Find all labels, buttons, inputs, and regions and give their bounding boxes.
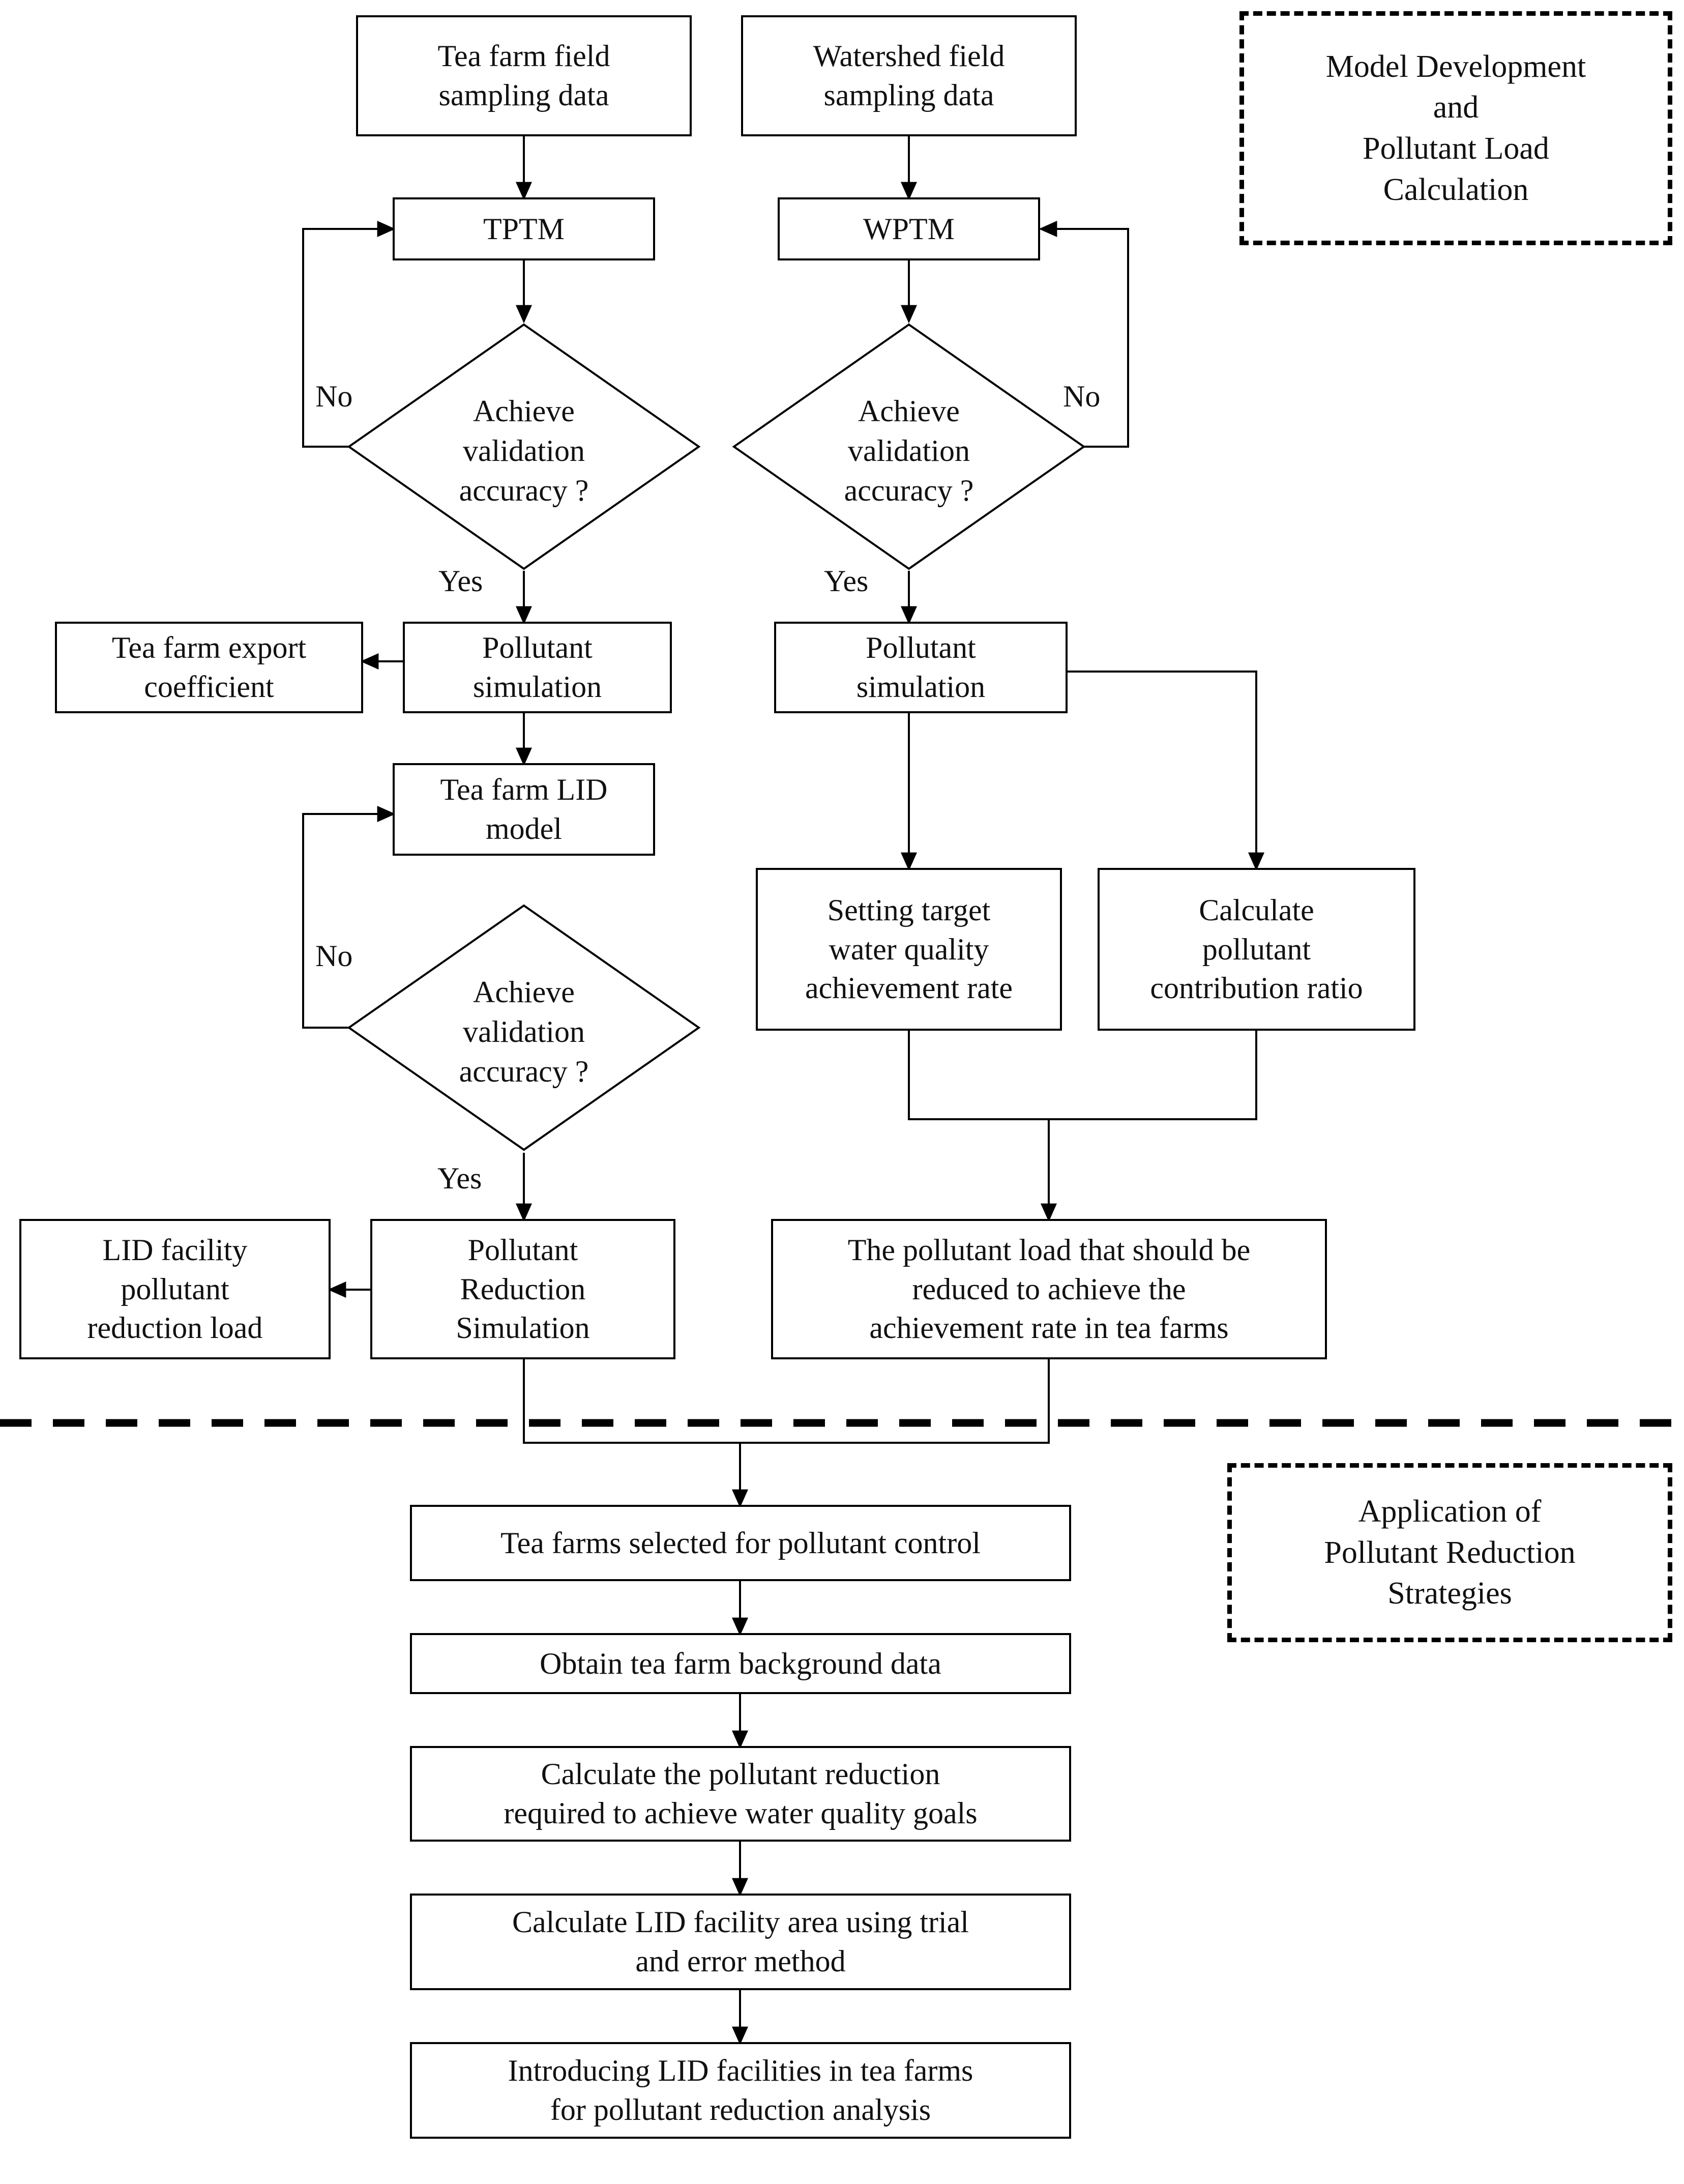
edge-lid-no-loop <box>302 806 396 1029</box>
node-setting-target-water-quality[interactable]: Setting target water quality achievement… <box>756 868 1062 1031</box>
edge-rightsim-to-contribution <box>1068 671 1264 871</box>
node-tptm[interactable]: TPTM <box>393 197 655 260</box>
node-introducing-lid-facilities[interactable]: Introducing LID facilities in tea farms … <box>410 2042 1071 2139</box>
edge-wptm-no-loop <box>1039 221 1129 448</box>
edge-merge-target-contribution <box>908 1031 1257 1120</box>
node-obtain-background-data[interactable]: Obtain tea farm background data <box>410 1633 1071 1694</box>
node-calculate-lid-facility-area[interactable]: Calculate LID facility area using trial … <box>410 1894 1071 1990</box>
node-pollutant-simulation-left[interactable]: Pollutant simulation <box>403 622 672 713</box>
edge-label-wptm-yes: Yes <box>824 564 869 598</box>
node-tea-farm-export-coefficient[interactable]: Tea farm export coefficient <box>55 622 363 713</box>
node-wptm[interactable]: WPTM <box>778 197 1040 260</box>
legend-model-development: Model Development and Pollutant Load Cal… <box>1239 11 1672 245</box>
node-tea-farms-selected[interactable]: Tea farms selected for pollutant control <box>410 1505 1071 1581</box>
edge-label-lid-no: No <box>315 939 353 973</box>
edge-reductionsim-down <box>523 1359 740 1444</box>
diamond-shape-wptm <box>732 323 1086 570</box>
node-calculate-pollutant-contribution-ratio[interactable]: Calculate pollutant contribution ratio <box>1098 868 1415 1031</box>
legend-application: Application of Pollutant Reduction Strat… <box>1227 1463 1672 1642</box>
edge-label-tptm-no: No <box>315 380 353 413</box>
diamond-shape-lid <box>347 904 701 1151</box>
edge-label-wptm-no: No <box>1063 380 1101 413</box>
node-pollutant-simulation-right[interactable]: Pollutant simulation <box>774 622 1068 713</box>
node-pollutant-load-to-reduce[interactable]: The pollutant load that should be reduce… <box>771 1219 1327 1359</box>
diamond-shape-tptm <box>347 323 701 570</box>
node-pollutant-reduction-simulation[interactable]: Pollutant Reduction Simulation <box>370 1219 675 1359</box>
node-calculate-pollutant-reduction[interactable]: Calculate the pollutant reduction requir… <box>410 1746 1071 1842</box>
node-lid-facility-pollutant-reduction-load[interactable]: LID facility pollutant reduction load <box>19 1219 331 1359</box>
node-tea-farm-lid-model[interactable]: Tea farm LID model <box>393 763 655 856</box>
edge-tptm-no-loop <box>302 221 396 448</box>
edge-label-lid-yes: Yes <box>437 1161 482 1195</box>
edge-label-tptm-yes: Yes <box>438 564 483 598</box>
node-watershed-field-sampling-data[interactable]: Watershed field sampling data <box>741 15 1077 136</box>
edge-pollutantload-down <box>740 1359 1050 1444</box>
node-tea-farm-field-sampling-data[interactable]: Tea farm field sampling data <box>356 15 692 136</box>
